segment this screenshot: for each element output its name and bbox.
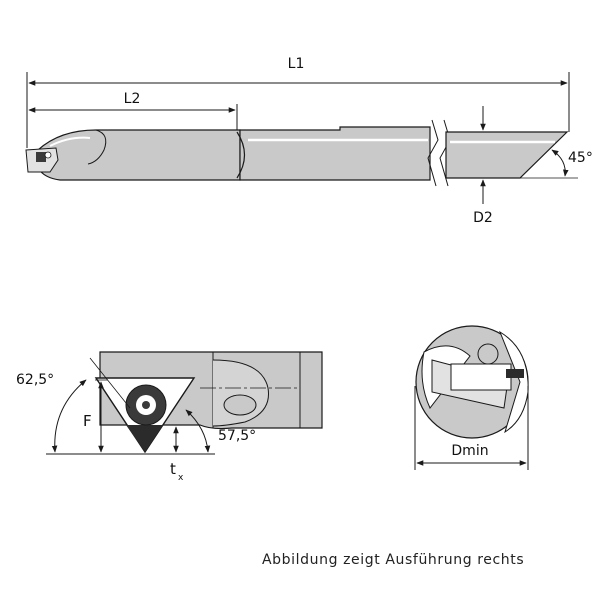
insert-detail-view: 62,5° F t x 57,5°	[16, 351, 323, 483]
break-line-left	[427, 119, 439, 187]
end-view-coolant-hole	[477, 343, 499, 365]
angle-62-reference	[89, 357, 131, 409]
side-view: L1 L2 D2 45°	[25, 56, 593, 226]
d2-label: D2	[473, 210, 493, 226]
end-view-cutting-tip	[506, 369, 524, 378]
neck-highlight	[49, 136, 91, 147]
end-view-insert	[450, 363, 512, 391]
angle-45-arc	[551, 149, 569, 177]
angle-45-label: 45°	[568, 150, 593, 166]
shank-shoulder	[236, 131, 246, 179]
angle-62-label: 62,5°	[16, 372, 54, 388]
tip-insert	[36, 152, 46, 162]
angle-57-arc	[185, 409, 211, 453]
f-label: F	[83, 412, 92, 430]
tx-subscript: x	[178, 473, 184, 483]
holder-coolant-hole	[223, 394, 257, 416]
angle-62-arc	[51, 379, 87, 453]
boring-bar-shank-left	[239, 126, 431, 181]
boring-bar-neck	[37, 129, 241, 181]
angle-57-label: 57,5°	[218, 428, 256, 444]
tx-label: t	[170, 460, 176, 478]
figure-caption: Abbildung zeigt Ausführung rechts	[262, 552, 525, 568]
insert-cutting-edge	[126, 425, 163, 452]
break-line-right	[439, 119, 451, 187]
boring-bar-shank-right	[445, 131, 569, 179]
tip-screw	[44, 151, 52, 159]
l2-label: L2	[124, 91, 141, 107]
neck-chip-flute	[87, 129, 107, 165]
torx-center	[142, 401, 150, 409]
l1-label: L1	[288, 56, 305, 72]
dmin-label: Dmin	[451, 443, 488, 459]
end-view: Dmin	[414, 325, 529, 470]
